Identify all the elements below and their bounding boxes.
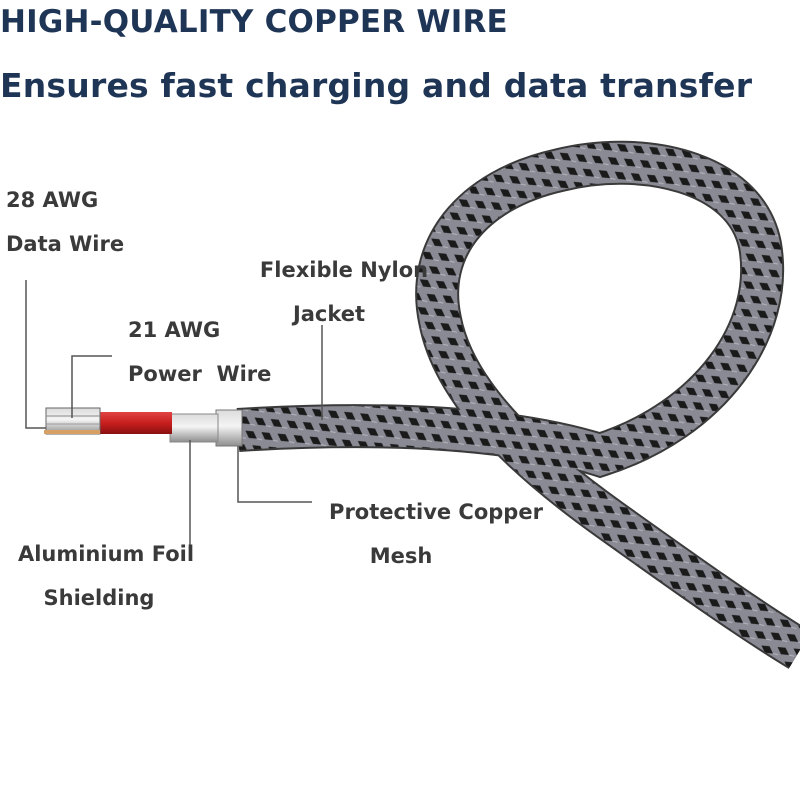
label-copper-mesh-line2: Mesh <box>369 544 433 568</box>
label-foil-shielding-line2: Shielding <box>43 586 155 610</box>
leader-power-wire <box>71 355 112 418</box>
copper-mesh-collar <box>215 409 243 447</box>
label-copper-mesh-line1: Protective Copper <box>329 500 543 524</box>
headline-subtitle: Ensures fast charging and data transfer <box>0 66 753 105</box>
braided-cable <box>236 140 800 669</box>
data-wire-core <box>45 407 101 435</box>
power-wire-red <box>98 412 172 434</box>
leader-data-wire <box>25 280 46 429</box>
label-power-wire-name: Power Wire <box>128 362 272 386</box>
label-power-wire: 21 AWG Power Wire <box>128 308 271 396</box>
label-power-wire-gauge: 21 AWG <box>128 318 221 342</box>
label-data-wire-name: Data Wire <box>6 232 125 256</box>
label-copper-mesh: Protective Copper Mesh <box>320 490 552 578</box>
leader-lines <box>25 280 323 545</box>
label-nylon-jacket-line1: Flexible Nylon <box>259 258 429 282</box>
headline-title: HIGH-QUALITY COPPER WIRE <box>0 4 508 40</box>
aluminium-foil-segment <box>169 413 219 443</box>
label-nylon-jacket: Flexible Nylon Jacket <box>254 248 434 336</box>
leader-copper-mesh <box>237 446 312 503</box>
label-foil-shielding-line1: Aluminium Foil <box>17 542 195 566</box>
label-nylon-jacket-line2: Jacket <box>292 302 366 326</box>
copper-strands <box>44 430 100 434</box>
label-data-wire: 28 AWG Data Wire <box>6 178 124 266</box>
label-foil-shielding: Aluminium Foil Shielding <box>8 532 204 620</box>
label-data-wire-gauge: 28 AWG <box>6 188 99 212</box>
